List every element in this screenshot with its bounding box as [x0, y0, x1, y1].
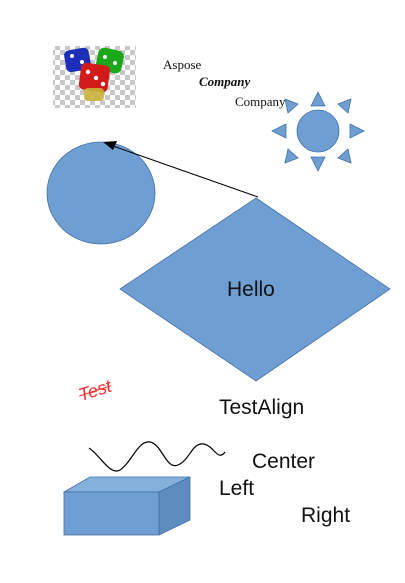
text-company: Company	[235, 94, 286, 109]
sun-icon	[271, 91, 365, 172]
text-left: Left	[219, 477, 255, 500]
text-aspose: Aspose	[163, 57, 202, 72]
arrow-connector	[103, 141, 259, 198]
diamond-shape	[119, 197, 391, 382]
dice-image	[53, 46, 136, 108]
text-company-bold-italic: Company	[199, 74, 251, 89]
text-testalign: TestAlign	[219, 396, 305, 419]
cube-shape	[62, 476, 191, 536]
text-center: Center	[252, 450, 316, 473]
ellipse-shape	[46, 141, 156, 245]
text-right: Right	[301, 504, 351, 527]
wave-curve	[88, 441, 226, 472]
diamond-label-hello: Hello	[227, 278, 275, 301]
